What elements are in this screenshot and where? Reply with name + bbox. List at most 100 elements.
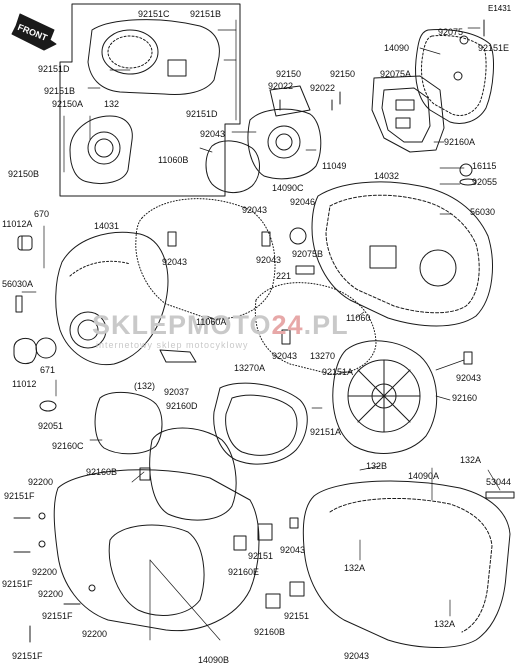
part-label[interactable]: 92151F bbox=[42, 611, 73, 621]
part-label[interactable]: 11049 bbox=[322, 161, 347, 171]
watermark-part-3: 24 bbox=[271, 310, 304, 340]
part-label[interactable]: 92151 bbox=[284, 611, 310, 621]
part-label[interactable]: 92151F bbox=[12, 651, 43, 661]
part-label[interactable]: 132A bbox=[344, 563, 366, 573]
part-11060-gasket bbox=[254, 282, 377, 375]
part-label[interactable]: 14031 bbox=[94, 221, 120, 231]
part-92160-rotor-cover bbox=[332, 340, 438, 454]
part-label[interactable]: 56030A bbox=[2, 279, 34, 289]
part-92160d-pad bbox=[149, 427, 237, 521]
part-label[interactable]: (132) bbox=[134, 381, 156, 391]
part-14031-cover bbox=[55, 231, 169, 366]
part-label[interactable]: 92200 bbox=[38, 589, 64, 599]
inset-clutch-cover bbox=[87, 19, 220, 95]
part-label[interactable]: 92200 bbox=[82, 629, 108, 639]
part-label[interactable]: 92043 bbox=[256, 255, 282, 265]
part-label[interactable]: 92151 bbox=[248, 551, 274, 561]
part-label[interactable]: 11012A bbox=[2, 219, 33, 229]
part-label[interactable]: 14090B bbox=[198, 655, 230, 664]
bolts bbox=[13, 19, 485, 643]
part-label[interactable]: 14090 bbox=[384, 43, 410, 53]
part-label[interactable]: 13270 bbox=[310, 351, 336, 361]
watermark-part-2: MOTO bbox=[187, 310, 272, 340]
watermark-part-4: .PL bbox=[303, 310, 349, 340]
part-label[interactable]: 92160A bbox=[444, 137, 476, 147]
part-label[interactable]: 92151A bbox=[322, 367, 354, 377]
part-label[interactable]: 92051 bbox=[38, 421, 64, 431]
part-label[interactable]: 92160E bbox=[228, 567, 260, 577]
part-label[interactable]: 14090A bbox=[408, 471, 440, 481]
front-arrow-icon bbox=[11, 13, 57, 51]
part-11012-plug bbox=[13, 337, 57, 365]
diagram-ref-code: E1431 bbox=[488, 4, 512, 13]
part-label[interactable]: 92160C bbox=[52, 441, 84, 451]
part-label[interactable]: 11012 bbox=[12, 379, 37, 389]
part-label[interactable]: 92151D bbox=[186, 109, 218, 119]
part-label[interactable]: 56030 bbox=[470, 207, 496, 217]
part-label[interactable]: 92160 bbox=[452, 393, 478, 403]
part-label[interactable]: 92200 bbox=[32, 567, 58, 577]
part-14090-cover bbox=[415, 29, 494, 124]
watermark-part-1: SKLEP bbox=[92, 310, 188, 340]
part-label[interactable]: 92150B bbox=[8, 169, 40, 179]
part-label[interactable]: 92160B bbox=[254, 627, 286, 637]
part-14090b-cover bbox=[53, 469, 260, 632]
part-label[interactable]: 92151B bbox=[190, 9, 222, 19]
part-11060a-gasket bbox=[135, 198, 276, 320]
part-92051-washer bbox=[39, 400, 57, 412]
part-label[interactable]: 14090C bbox=[272, 183, 304, 193]
part-label[interactable]: 92075B bbox=[292, 249, 324, 259]
part-label[interactable]: 92151B bbox=[44, 86, 76, 96]
part-label[interactable]: 92151D bbox=[38, 64, 70, 74]
part-label[interactable]: 13270A bbox=[234, 363, 266, 373]
part-label[interactable]: 92022 bbox=[268, 81, 294, 91]
part-label[interactable]: 132 bbox=[104, 99, 120, 109]
part-label[interactable]: 11060B bbox=[158, 155, 189, 165]
part-label[interactable]: 92150 bbox=[330, 69, 356, 79]
part-label[interactable]: 92160D bbox=[166, 401, 198, 411]
part-label[interactable]: 132B bbox=[366, 461, 388, 471]
part-label[interactable]: 132A bbox=[434, 619, 456, 629]
part-label[interactable]: 92200 bbox=[28, 477, 54, 487]
part-label[interactable]: 92043 bbox=[456, 373, 482, 383]
part-label[interactable]: 92151F bbox=[2, 579, 33, 589]
inset-frame bbox=[59, 3, 241, 197]
watermark-subtitle: internetowy sklep motocyklowy bbox=[96, 340, 249, 350]
part-label[interactable]: 92150 bbox=[276, 69, 302, 79]
part-label[interactable]: 92043 bbox=[242, 205, 268, 215]
part-label[interactable]: 92043 bbox=[200, 129, 226, 139]
part-label[interactable]: 221 bbox=[276, 271, 292, 281]
part-label[interactable]: 92160B bbox=[86, 467, 118, 477]
part-92037-gasket bbox=[159, 349, 197, 363]
part-label[interactable]: 11060A bbox=[196, 317, 227, 327]
part-label[interactable]: 92037 bbox=[164, 387, 190, 397]
part-housing-11049 bbox=[247, 85, 322, 180]
part-label[interactable]: 92151A bbox=[310, 427, 342, 437]
part-label[interactable]: 92043 bbox=[162, 257, 188, 267]
part-label[interactable]: 92043 bbox=[280, 545, 306, 555]
part-label[interactable]: 670 bbox=[34, 209, 50, 219]
part-label[interactable]: 92151F bbox=[4, 491, 35, 501]
part-label[interactable]: 14032 bbox=[374, 171, 400, 181]
part-label[interactable]: 92043 bbox=[272, 351, 298, 361]
part-label[interactable]: 92046 bbox=[290, 197, 316, 207]
part-label[interactable]: 92043 bbox=[344, 651, 370, 661]
part-label[interactable]: 92055 bbox=[472, 177, 498, 187]
part-label[interactable]: 92151C bbox=[138, 9, 170, 19]
part-92075a-gasket bbox=[371, 75, 445, 153]
part-label[interactable]: 92075A bbox=[380, 69, 412, 79]
inset-small-cover bbox=[69, 115, 133, 184]
part-label[interactable]: 11060 bbox=[346, 313, 371, 323]
part-label[interactable]: 53044 bbox=[486, 477, 512, 487]
part-14032-cover bbox=[311, 181, 493, 327]
part-label[interactable]: 92022 bbox=[310, 83, 336, 93]
part-label[interactable]: 92151E bbox=[478, 43, 510, 53]
leader-lines bbox=[21, 19, 501, 641]
part-label[interactable]: 671 bbox=[40, 365, 56, 375]
part-label[interactable]: 92075 bbox=[438, 27, 464, 37]
part-92160c-pad bbox=[94, 391, 163, 455]
part-label[interactable]: 16115 bbox=[472, 161, 497, 171]
part-label[interactable]: 132A bbox=[460, 455, 482, 465]
part-label[interactable]: 92150A bbox=[52, 99, 84, 109]
